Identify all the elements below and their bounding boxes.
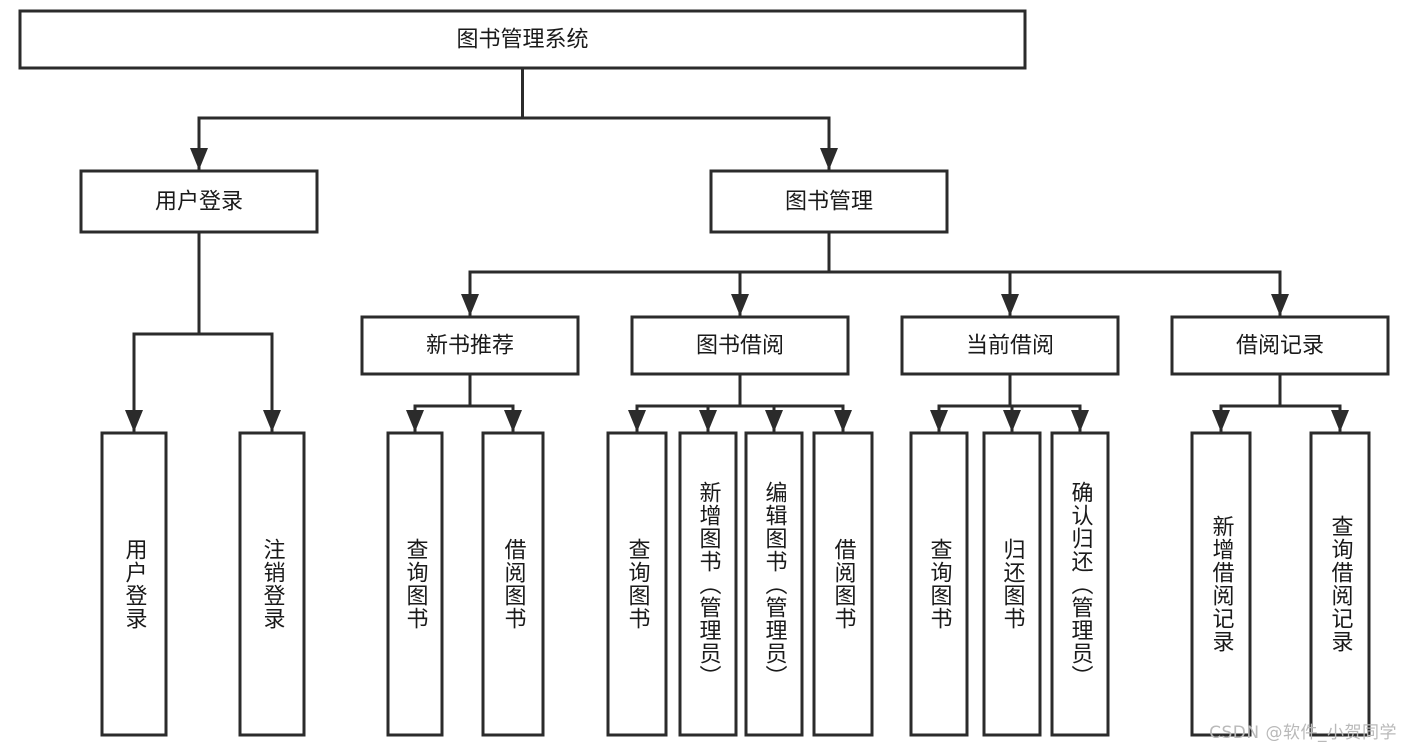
- node-leaf-query-book-rec[interactable]: [386, 431, 444, 737]
- node-leaf-query-book-borrow[interactable]: [606, 431, 668, 737]
- node-root[interactable]: [18, 9, 1027, 70]
- node-leaf-add-record[interactable]: [1190, 431, 1252, 737]
- node-label-user-login: 用户登录: [155, 190, 243, 215]
- node-book-management[interactable]: [709, 169, 949, 234]
- node-label-book-borrow: 图书借阅: [696, 334, 784, 359]
- node-label-borrow-record: 借阅记录: [1236, 334, 1324, 359]
- node-leaf-query-book-current[interactable]: [909, 431, 969, 737]
- node-leaf-borrow-book[interactable]: [812, 431, 874, 737]
- node-new-book-recommend[interactable]: [360, 315, 580, 376]
- node-leaf-user-login[interactable]: [100, 431, 168, 737]
- node-label-book-management: 图书管理: [785, 190, 873, 215]
- node-label-current-borrow: 当前借阅: [966, 334, 1054, 359]
- node-leaf-confirm-return[interactable]: [1050, 431, 1110, 737]
- node-label-root: 图书管理系统: [456, 28, 588, 53]
- node-leaf-return-book[interactable]: [982, 431, 1042, 737]
- node-borrow-record[interactable]: [1170, 315, 1390, 376]
- node-leaf-query-record[interactable]: [1309, 431, 1371, 737]
- node-leaf-logout[interactable]: [238, 431, 306, 737]
- node-current-borrow[interactable]: [900, 315, 1120, 376]
- boxes-layer: [18, 9, 1390, 737]
- node-user-login[interactable]: [79, 169, 319, 234]
- node-book-borrow[interactable]: [630, 315, 850, 376]
- connectors-layer: [125, 66, 1349, 434]
- watermark-text: CSDN @软件_小贺同学: [1209, 723, 1397, 743]
- node-leaf-edit-book[interactable]: [744, 431, 804, 737]
- node-leaf-borrow-book-rec[interactable]: [481, 431, 545, 737]
- node-leaf-add-book[interactable]: [678, 431, 738, 737]
- node-label-new-book-recommend: 新书推荐: [426, 334, 514, 359]
